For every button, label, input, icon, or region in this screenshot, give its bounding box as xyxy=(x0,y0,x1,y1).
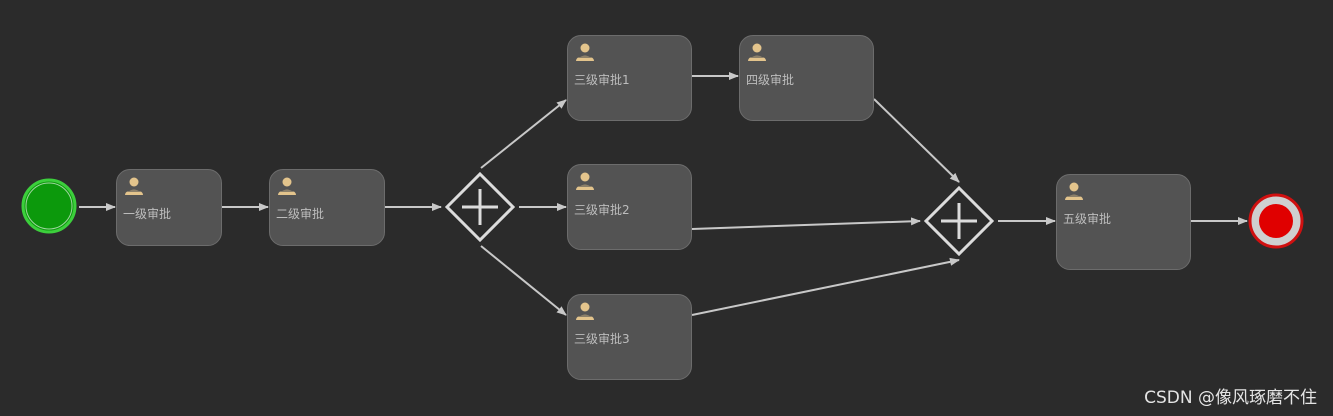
user-icon xyxy=(576,302,594,320)
user-task-level2[interactable]: 二级审批 xyxy=(269,169,385,246)
user-task-level3-2[interactable]: 三级审批2 xyxy=(567,164,692,250)
user-task-level5[interactable]: 五级审批 xyxy=(1056,174,1191,270)
flow-task3-2-to-join-gateway[interactable] xyxy=(691,217,921,230)
user-icon xyxy=(576,172,594,190)
task-label: 一级审批 xyxy=(123,207,172,221)
task-label: 三级审批1 xyxy=(574,73,630,87)
task-label: 三级审批3 xyxy=(574,332,630,346)
task-label: 五级审批 xyxy=(1063,212,1112,226)
user-icon xyxy=(1065,182,1083,200)
parallel-join-gateway[interactable] xyxy=(924,186,994,256)
user-task-level4[interactable]: 四级审批 xyxy=(739,35,874,121)
user-icon xyxy=(748,43,766,61)
watermark-text: CSDN @像风琢磨不住 xyxy=(1144,388,1317,408)
task-label: 二级审批 xyxy=(276,207,325,221)
user-icon xyxy=(125,177,143,195)
start-event[interactable] xyxy=(20,177,78,235)
user-icon xyxy=(278,177,296,195)
user-task-level3-3[interactable]: 三级审批3 xyxy=(567,294,692,380)
user-task-level1[interactable]: 一级审批 xyxy=(116,169,222,246)
end-event[interactable] xyxy=(1247,192,1305,250)
task-label: 三级审批2 xyxy=(574,203,630,217)
user-task-level3-1[interactable]: 三级审批1 xyxy=(567,35,692,121)
parallel-split-gateway[interactable] xyxy=(445,172,515,242)
user-icon xyxy=(576,43,594,61)
flow-split-to-task3-3[interactable] xyxy=(480,245,567,316)
flow-task4-to-join-gateway[interactable] xyxy=(873,98,960,183)
task-label: 四级审批 xyxy=(746,73,795,87)
flow-task3-3-to-join-gateway[interactable] xyxy=(691,257,960,316)
flow-split-to-task3-1[interactable] xyxy=(480,99,567,169)
